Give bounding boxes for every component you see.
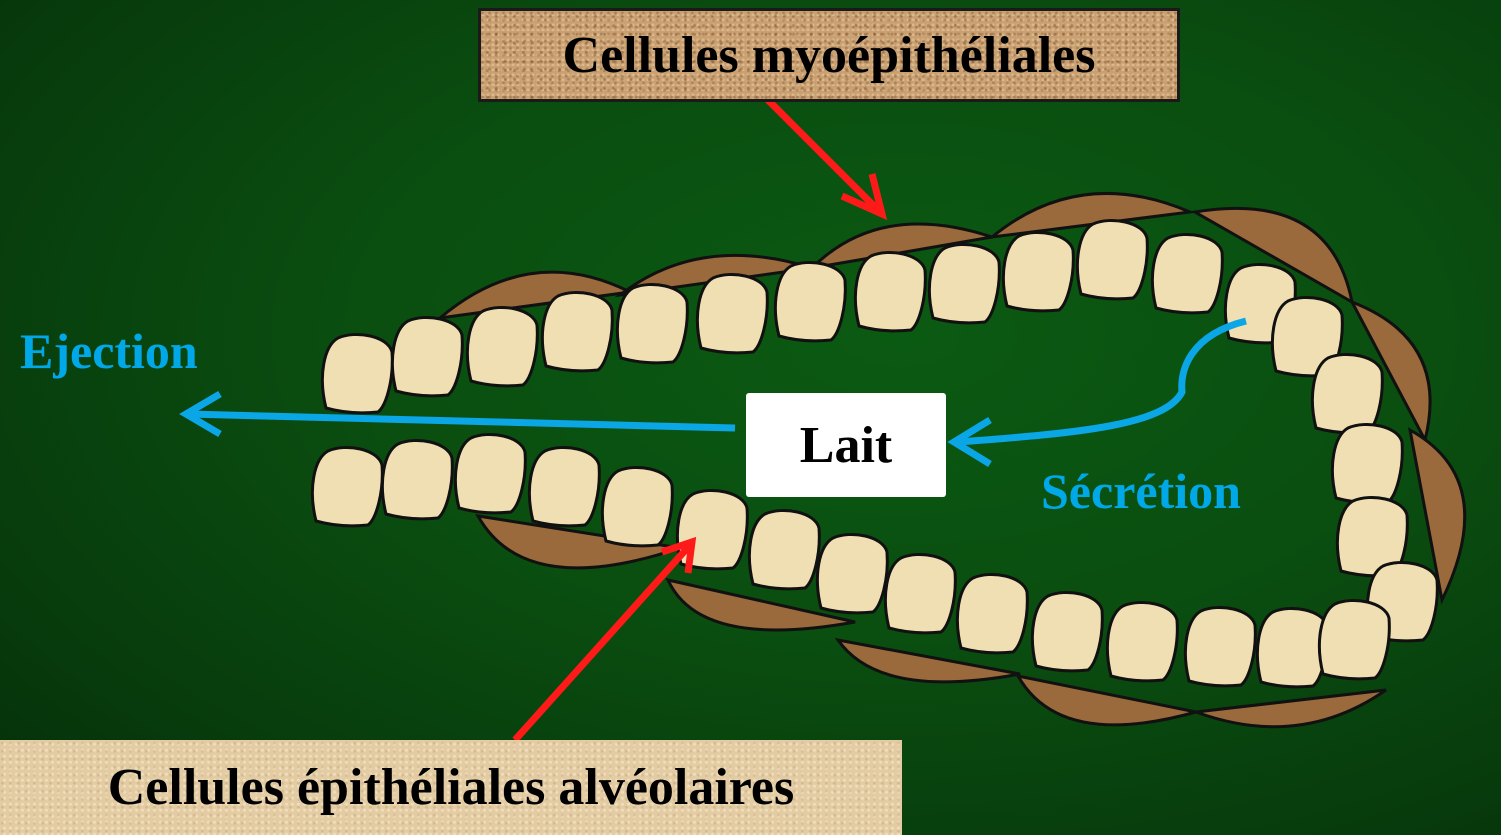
epithelial-cell — [1107, 602, 1177, 680]
epithelial-cell — [542, 292, 612, 370]
epithelial-cell — [697, 274, 767, 352]
epithelial-cell — [617, 284, 687, 362]
epithelial-cell — [602, 467, 672, 545]
epithelial-cell — [1332, 424, 1402, 502]
ejection-arrow — [188, 414, 735, 428]
epithelial-cell — [749, 510, 819, 588]
epithelial-cell — [1319, 600, 1389, 678]
myoepithelial-cell — [1018, 676, 1196, 725]
ejection-label: Ejection — [20, 322, 198, 380]
epithelial-cell — [885, 554, 955, 632]
epithelial-cell — [855, 252, 925, 330]
epithelial-cell — [1257, 608, 1327, 686]
secretion-label: Sécrétion — [1041, 462, 1241, 520]
epithelial-cell — [1077, 220, 1147, 298]
epithelial-cell — [312, 447, 382, 525]
epithelial-cell — [1312, 354, 1382, 432]
milk-label: Lait — [746, 393, 946, 497]
epithelial-cell — [1152, 234, 1222, 312]
myoepithelial-cell — [1196, 690, 1386, 727]
alveolar-label: Cellules épithéliales alvéolaires — [0, 740, 902, 835]
epithelial-cell — [957, 574, 1027, 652]
epithelial-cell — [1032, 592, 1102, 670]
epithelial-cell — [1003, 232, 1073, 310]
epithelial-cell — [455, 434, 525, 512]
epithelial-cell — [929, 244, 999, 322]
secretion-arrow — [958, 321, 1246, 442]
epithelial-cell — [775, 262, 845, 340]
epithelial-cell — [529, 447, 599, 525]
epithelial-cell — [1185, 607, 1255, 685]
epithelial-cell — [392, 317, 462, 395]
epithelial-cell — [382, 440, 452, 518]
myoepithelial-label: Cellules myoépithéliales — [478, 8, 1180, 102]
epithelial-cell — [322, 334, 392, 412]
myoepithelial-pointer-arrow — [766, 98, 880, 212]
epithelial-cell — [467, 307, 537, 385]
alveolar-pointer-arrow — [515, 545, 690, 740]
epithelial-cell — [817, 534, 887, 612]
